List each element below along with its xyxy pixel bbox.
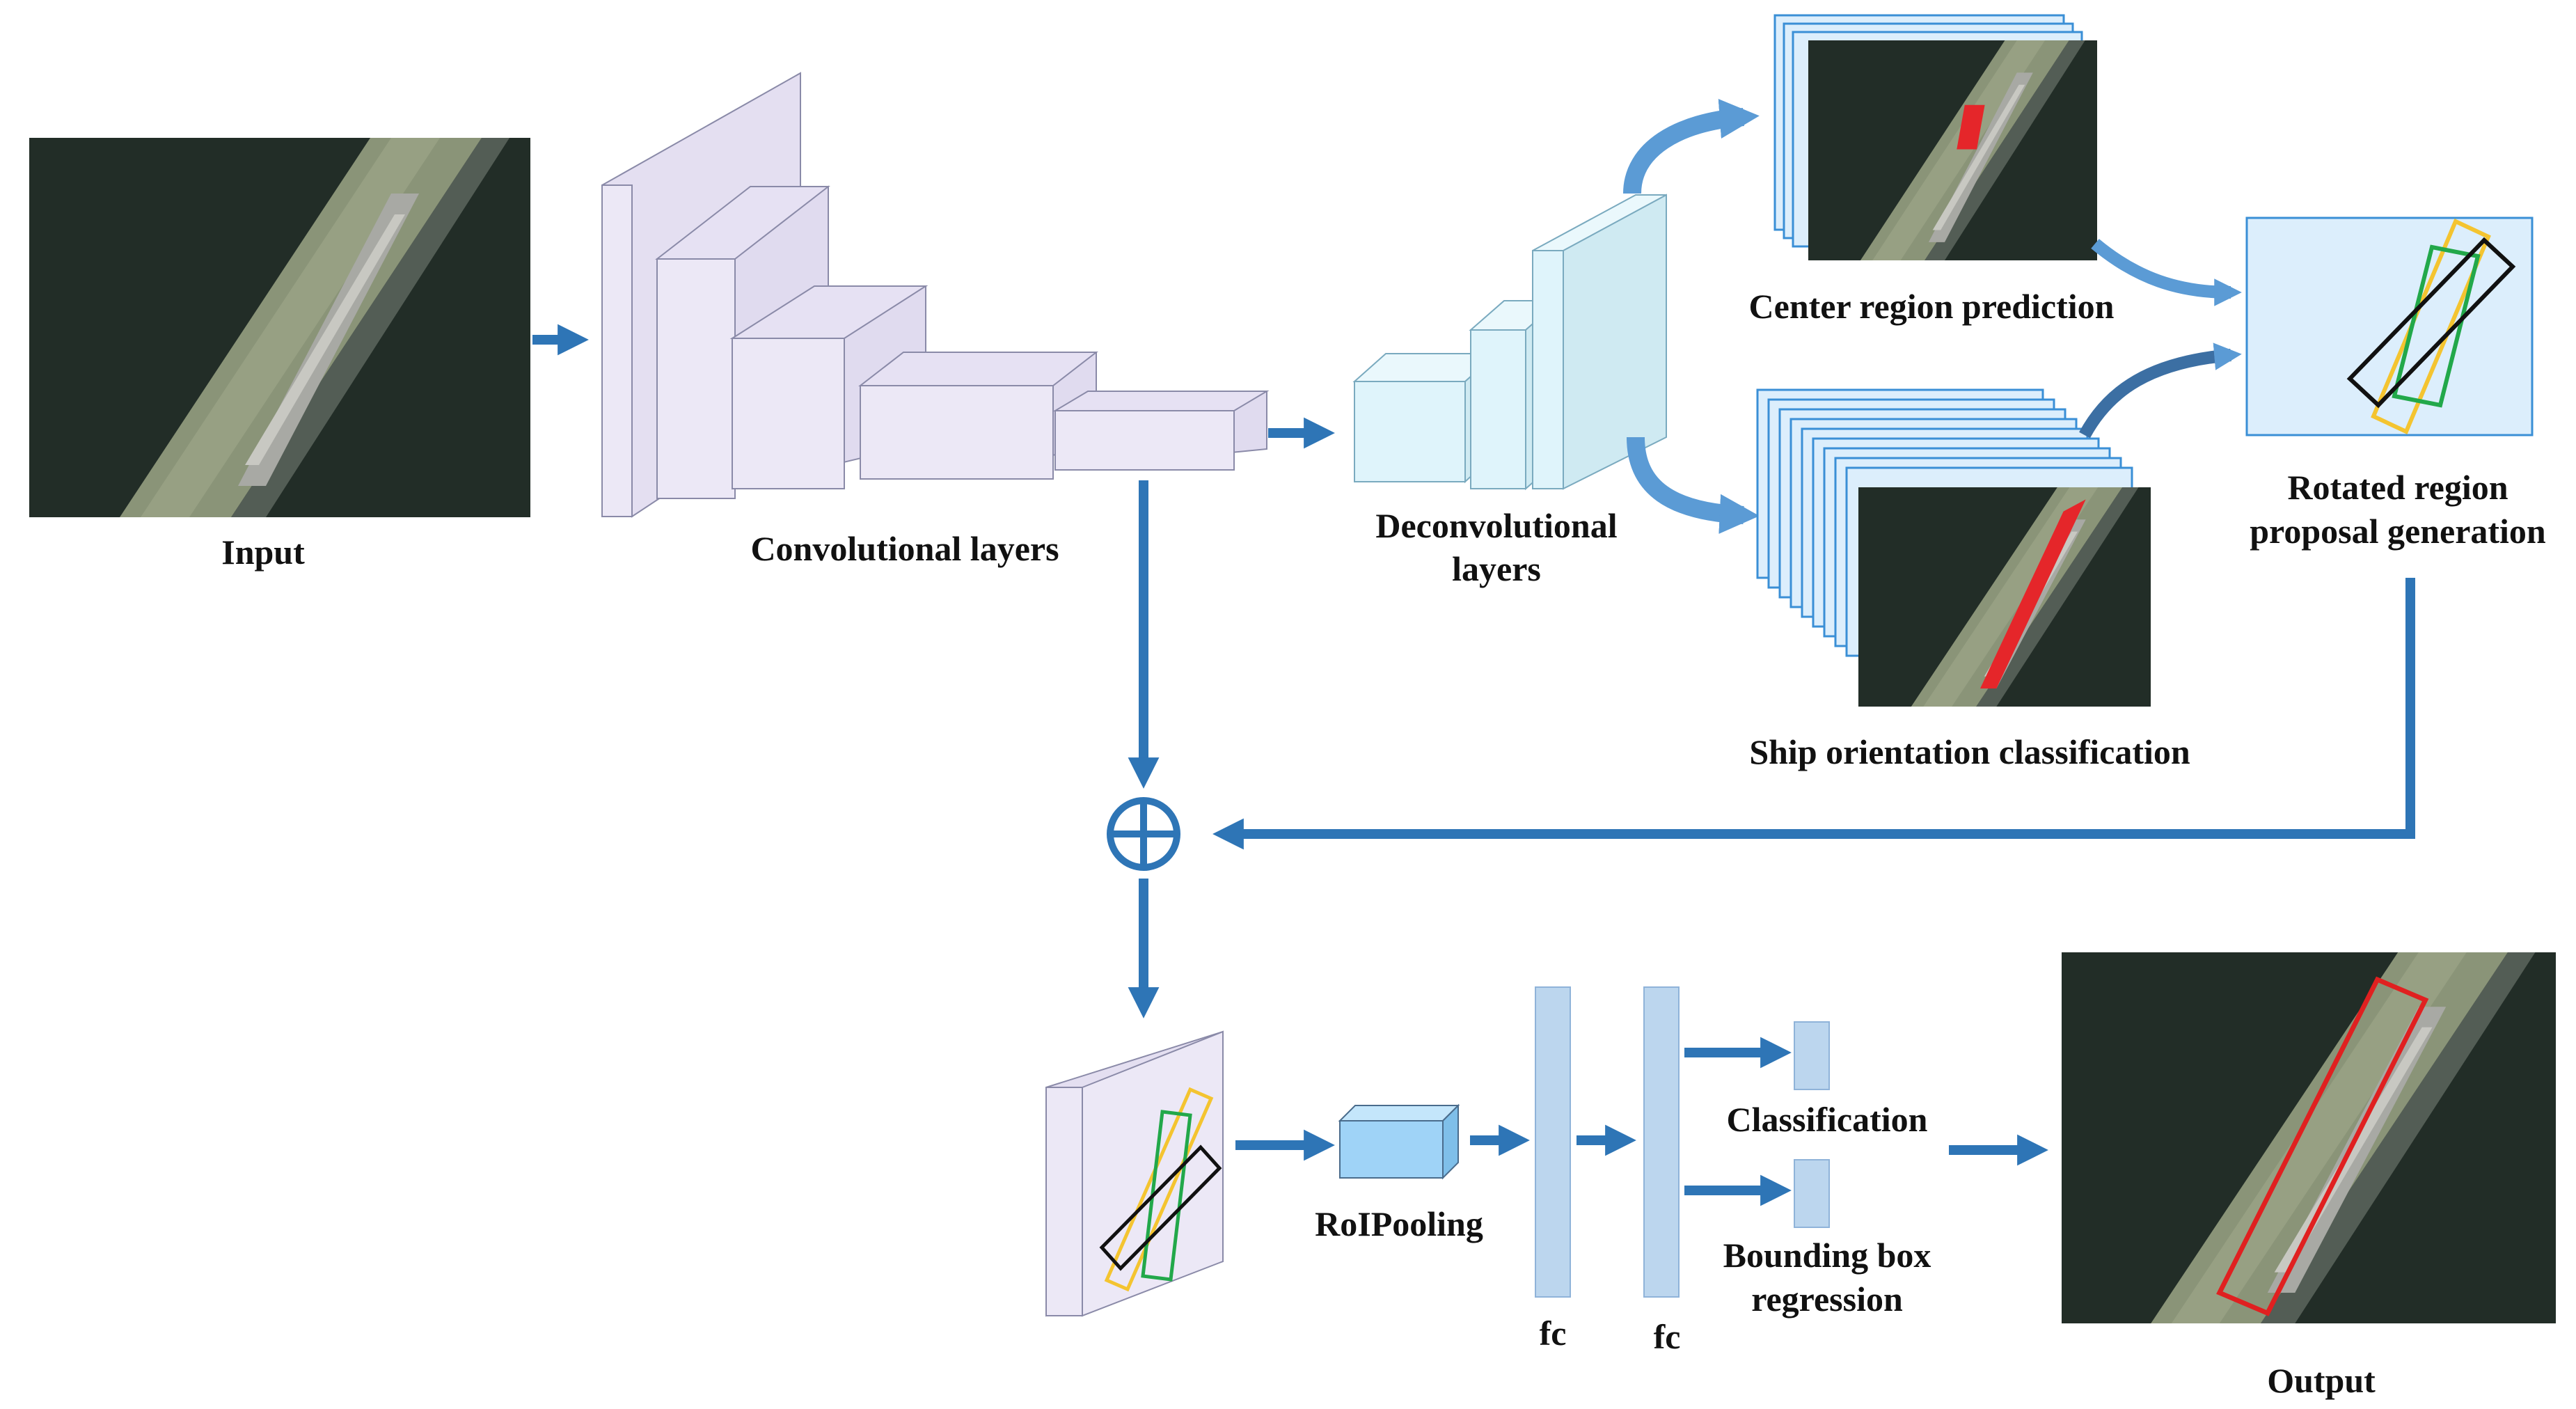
- fc-layer-1: [1535, 986, 1571, 1298]
- input-image: [29, 138, 530, 517]
- bbox-label-line2: regression: [1751, 1280, 1903, 1319]
- output-detection-box: [2216, 976, 2429, 1316]
- arrow-deconv-to-orientation: [1627, 436, 1760, 534]
- combine-plus-icon: [1107, 797, 1180, 871]
- center-region-label: Center region prediction: [1749, 287, 2115, 326]
- center-region-stack: [1773, 14, 2097, 260]
- classification-head: [1794, 1021, 1830, 1090]
- ship-orientation-mask: [1980, 499, 2086, 688]
- arrow-center-to-rotated: [2091, 239, 2242, 306]
- conv-layers-label: Convolutional layers: [750, 529, 1059, 568]
- input-label: Input: [221, 533, 305, 572]
- feature-box-black: [1099, 1144, 1222, 1271]
- bbox-label-line1: Bounding box: [1723, 1236, 1931, 1275]
- center-region-mask: [1957, 104, 1985, 150]
- arrow-orientation-to-rotated: [2079, 343, 2242, 439]
- deconv-label-line1: Deconvolutional: [1375, 506, 1617, 545]
- deconv-layers-stack: [1352, 194, 1667, 491]
- arrow-rotated-to-combine: [1212, 578, 2415, 850]
- fc-layer-2: [1643, 986, 1680, 1298]
- output-image: [2062, 952, 2556, 1323]
- feature-box-green: [1141, 1110, 1192, 1282]
- classification-label: Classification: [1727, 1100, 1928, 1139]
- fc1-label: fc: [1540, 1314, 1567, 1353]
- ship-orientation-label: Ship orientation classification: [1749, 732, 2190, 771]
- deconv-label-line2: layers: [1452, 549, 1541, 588]
- proposal-box-black: [2346, 237, 2516, 409]
- arrow-deconv-to-center: [1623, 99, 1760, 194]
- roi-pooling-block: [1338, 1103, 1460, 1180]
- rotated-label-line1: Rotated region: [2287, 468, 2508, 507]
- proposal-box-yellow: [2371, 218, 2491, 435]
- rotated-label-line2: proposal generation: [2250, 512, 2546, 551]
- bbox-regression-head: [1794, 1159, 1830, 1228]
- fc2-label: fc: [1654, 1317, 1681, 1356]
- conv-layers-stack: [601, 72, 1270, 518]
- ship-orientation-stack: [1756, 388, 2151, 707]
- proposal-box-green: [2392, 244, 2481, 408]
- feature-map-proposals: [1045, 1030, 1224, 1317]
- roi-pooling-label: RoIPooling: [1315, 1204, 1483, 1243]
- rotated-proposal-panel: [2245, 217, 2534, 436]
- output-label: Output: [2267, 1361, 2376, 1400]
